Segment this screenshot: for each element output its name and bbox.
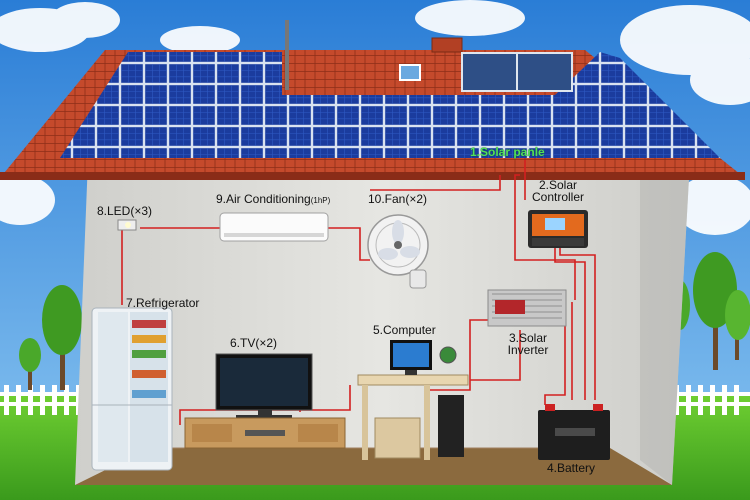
- label-solar-controller-line1: 2.Solar: [538, 178, 578, 192]
- inverter-device: [487, 289, 567, 327]
- refrigerator-device: [91, 307, 173, 471]
- computer-desk: [357, 340, 469, 460]
- house-floor: [75, 448, 672, 485]
- label-solar-panels: 1.Solar panle: [470, 145, 545, 159]
- label-solar-controller: 2.Solar Controller: [527, 179, 589, 203]
- label-air-conditioning-text: 9.Air Conditioning: [216, 192, 311, 206]
- label-air-conditioning: 9.Air Conditioning(1hP): [216, 193, 330, 207]
- solar-panel-array: [60, 52, 720, 158]
- label-solar-controller-line2: Controller: [531, 190, 585, 204]
- tv-cabinet: [184, 417, 346, 449]
- label-refrigerator: 7.Refrigerator: [126, 296, 200, 310]
- tv-device: [215, 353, 313, 418]
- label-solar-inverter: 3.Solar Inverter: [500, 332, 556, 356]
- label-solar-inverter-line2: Inverter: [507, 343, 549, 357]
- label-fan: 10.Fan(×2): [368, 192, 428, 206]
- label-battery: 4.Battery: [547, 461, 596, 475]
- house-right-side: [640, 160, 690, 485]
- clouds: [0, 0, 750, 235]
- chimney: [431, 37, 463, 53]
- wall-fan: [367, 214, 429, 289]
- led-lamp: [117, 219, 137, 231]
- label-solar-inverter-line1: 3.Solar: [508, 331, 548, 345]
- antenna-pole: [285, 20, 289, 90]
- battery-device: [538, 404, 610, 460]
- label-led: 8.LED(×3): [97, 204, 153, 218]
- solar-controller-device: [528, 210, 588, 248]
- air-conditioner: [219, 212, 329, 242]
- label-air-conditioning-power: (1hP): [310, 196, 331, 205]
- label-tv: 6.TV(×2): [230, 336, 278, 350]
- roof-window: [399, 64, 421, 81]
- wiring: [121, 160, 596, 425]
- label-computer: 5.Computer: [373, 323, 436, 337]
